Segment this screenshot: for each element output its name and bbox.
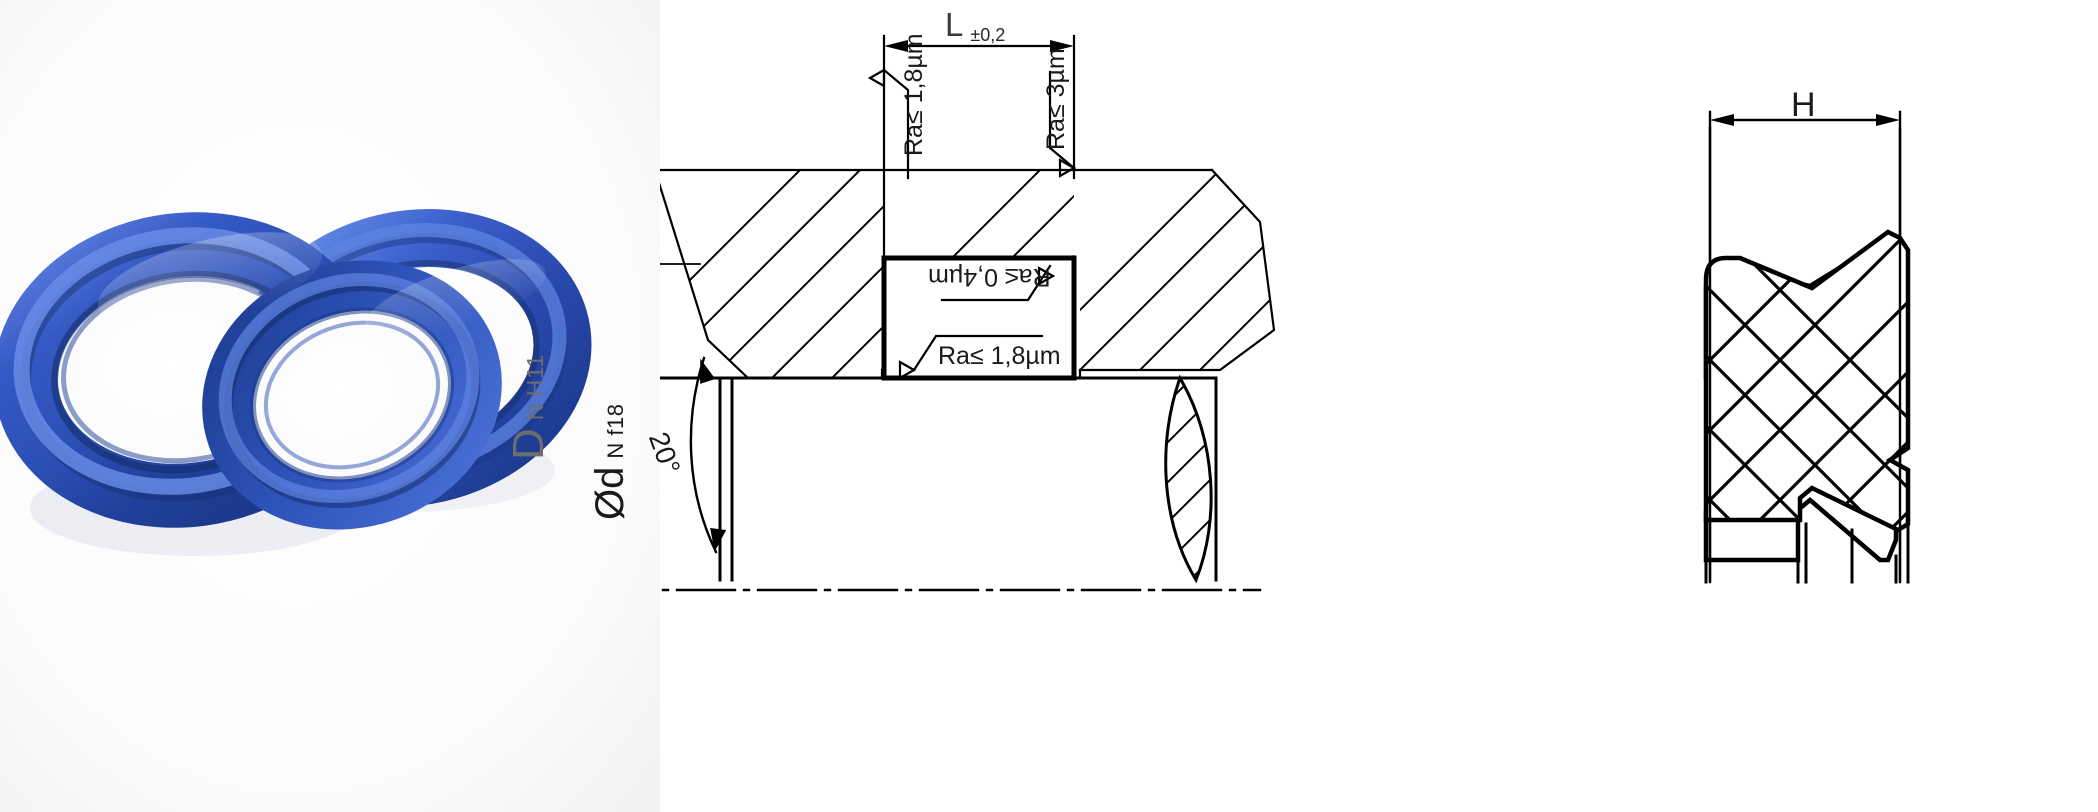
dimension-d-label: ØdN f18 xyxy=(588,403,632,520)
surface-finish-groove-left-label: Ra≤ 1,8µm xyxy=(900,33,928,156)
seal-photo-image xyxy=(0,0,660,812)
surface-symbol-groove-right xyxy=(1048,70,1077,178)
chamfer-angle-20 xyxy=(689,356,727,554)
seal-groove xyxy=(881,255,1077,381)
dimension-D xyxy=(660,263,701,265)
seal-ring-front-right xyxy=(202,260,502,530)
seal-profile-svg xyxy=(1703,110,1911,584)
dimension-D-label: DN H11 xyxy=(504,354,553,460)
housing-hatch xyxy=(660,170,1274,378)
seal-profile-body xyxy=(1703,229,1911,533)
installation-drawing-svg xyxy=(660,34,1276,592)
installation-cross-section-panel: L±0,2 Ra≤ 1,8µm Ra≤ 3µm Ra≤ 0,4µm Ra≤ 1,… xyxy=(504,0,1660,812)
surface-finish-groove-right-label: Ra≤ 3µm xyxy=(1042,48,1070,150)
seal-profile-panel: H xyxy=(1660,0,2098,812)
surface-symbol-groove-base xyxy=(940,264,1056,302)
surface-symbol-rod xyxy=(898,334,1044,380)
surface-finish-groove-base-label: Ra≤ 0,4µm xyxy=(928,263,1051,291)
profile-reference-lines xyxy=(1708,126,1902,584)
surface-finish-rod-label: Ra≤ 1,8µm xyxy=(938,342,1061,370)
surface-symbol-groove-left xyxy=(867,68,910,180)
seal-photo-panel xyxy=(0,0,660,812)
seal-lip-slot xyxy=(1704,518,1910,584)
dimension-L-label: L±0,2 xyxy=(945,6,1006,45)
dimension-H-label: H xyxy=(1791,86,1816,124)
rod-end-lens xyxy=(1164,374,1213,584)
rod-shaft xyxy=(660,376,1218,582)
